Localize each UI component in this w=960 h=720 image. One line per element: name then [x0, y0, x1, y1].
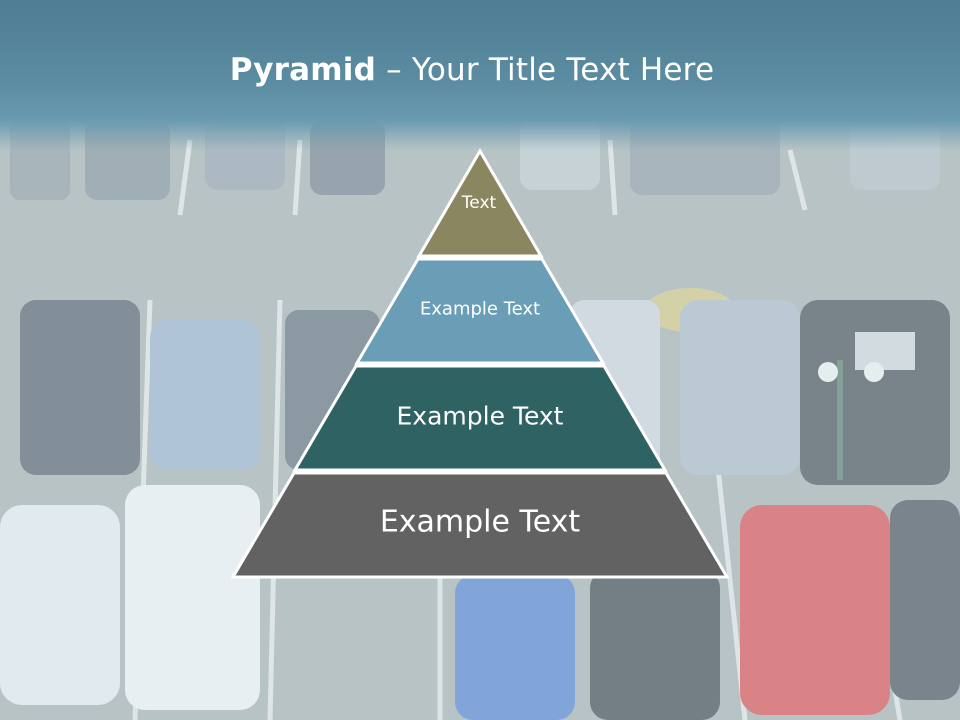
pyramid-tier-bottom: [230, 471, 730, 579]
pyramid-tier-3-label: Example Text: [396, 401, 564, 431]
slide-title: Pyramid – Your Title Text Here: [0, 52, 944, 88]
slide-title-bold: Pyramid: [229, 52, 377, 88]
pyramid-tier-3: [292, 364, 668, 472]
title-band: [0, 0, 960, 150]
pyramid-tier-top-label: Text: [461, 193, 497, 213]
pyramid-tier-2: [354, 257, 606, 365]
pyramid-tier-2-label: Example Text: [419, 298, 541, 320]
pyramid-tier-top: [416, 148, 544, 258]
slide-title-rest: – Your Title Text Here: [376, 52, 715, 88]
pyramid-tier-bottom-label: Example Text: [379, 504, 581, 540]
